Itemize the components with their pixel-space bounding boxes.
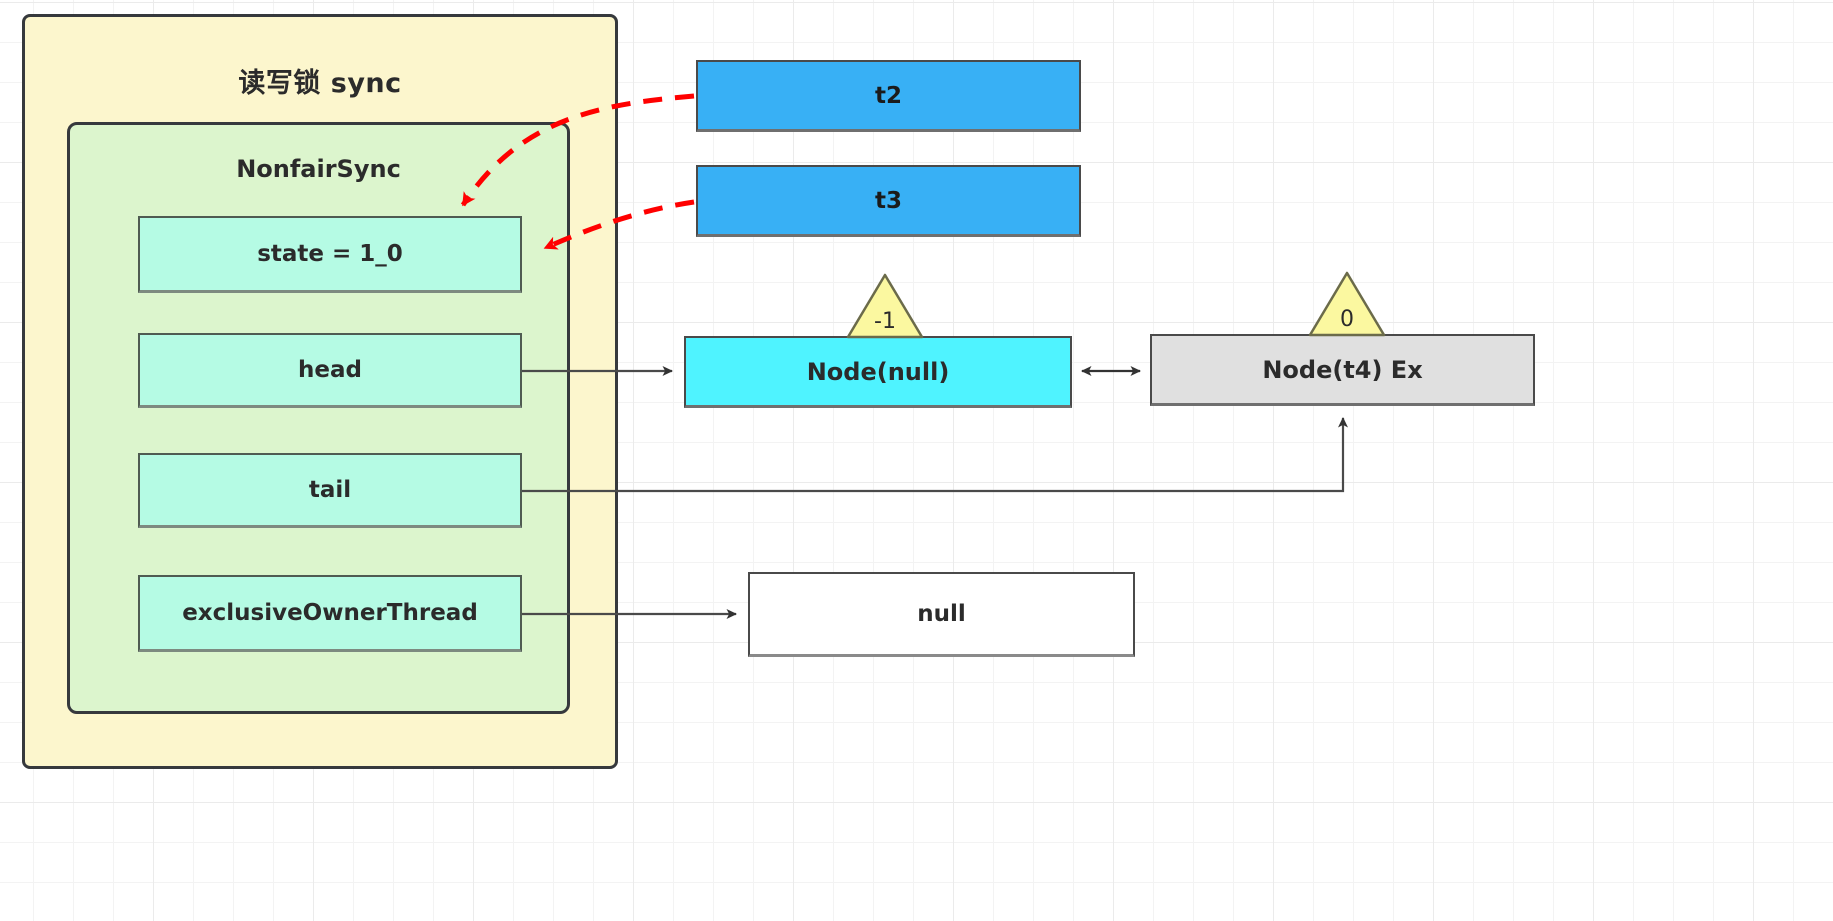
wait-status-label-tail: 0 xyxy=(1340,307,1354,332)
queue-node-tail: Node(t4) Ex xyxy=(1150,334,1535,406)
triangle-icon xyxy=(1308,271,1386,337)
thread-box-t2: t2 xyxy=(696,60,1081,132)
wait-status-triangle-tail: 0 xyxy=(1308,270,1386,338)
thread-box-t3: t3 xyxy=(696,165,1081,237)
triangle-icon xyxy=(846,273,924,339)
connector-tail-to-node xyxy=(522,417,1348,493)
queue-node-head: Node(null) xyxy=(684,336,1072,408)
exclusive-owner-value: null xyxy=(748,572,1135,657)
field-exclusive-owner-thread: exclusiveOwnerThread xyxy=(138,575,522,652)
field-state: state = 1_0 xyxy=(138,216,522,293)
sync-outer-title: 读写锁 sync xyxy=(238,68,402,99)
nonfairsync-title: NonfairSync xyxy=(236,155,401,183)
field-tail: tail xyxy=(138,453,522,528)
wait-status-triangle-head: -1 xyxy=(846,272,924,340)
wait-status-label-head: -1 xyxy=(874,309,896,334)
field-head: head xyxy=(138,333,522,408)
